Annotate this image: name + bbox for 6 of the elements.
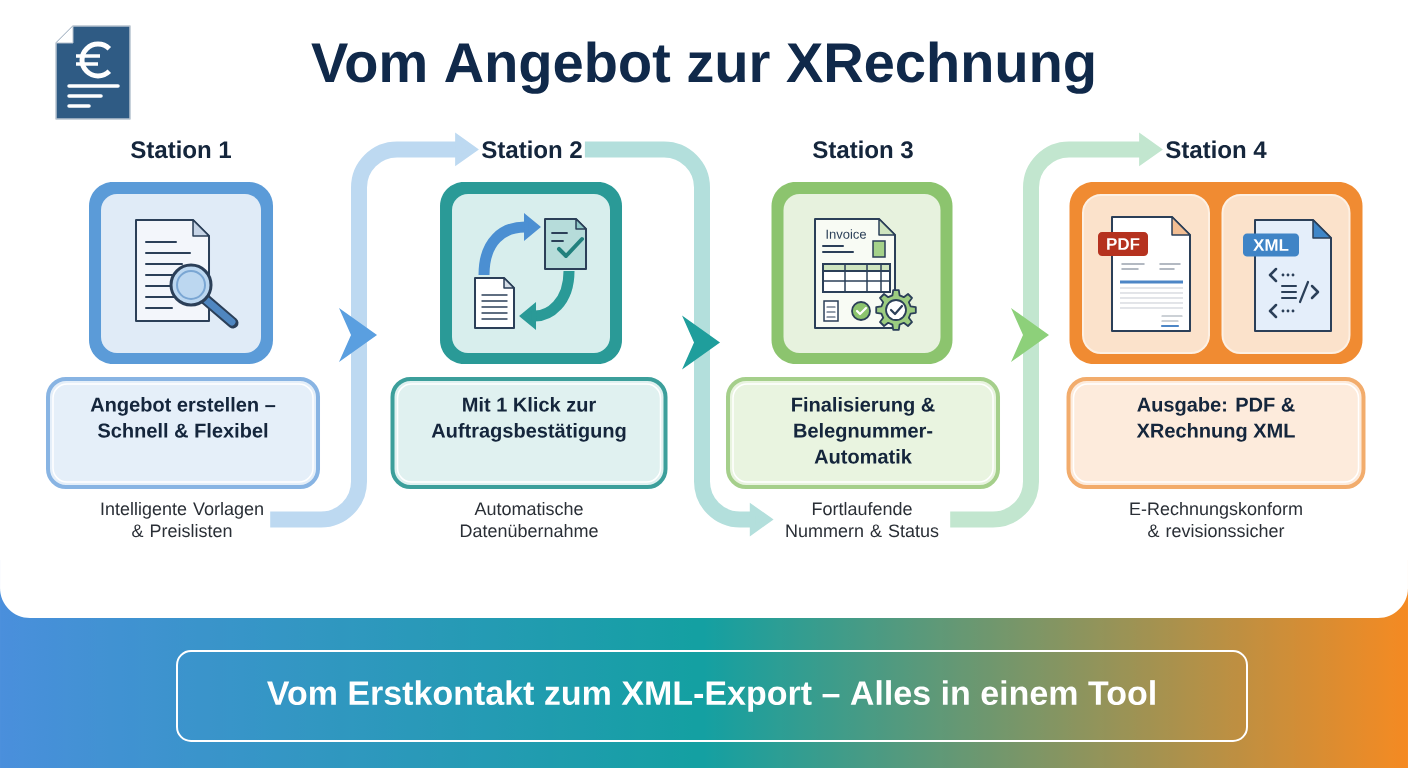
caption-text: Automatische Datenübernahme [460,501,598,538]
file-type-badge: XML [1243,233,1299,257]
caption-text: E-Rechnungskonform & revisionssicher [1130,501,1302,538]
title: Vom Angebot zur XRechnung [311,41,1094,94]
icon-text: Invoice [826,229,866,239]
file-type-badge: PDF [1098,232,1148,256]
